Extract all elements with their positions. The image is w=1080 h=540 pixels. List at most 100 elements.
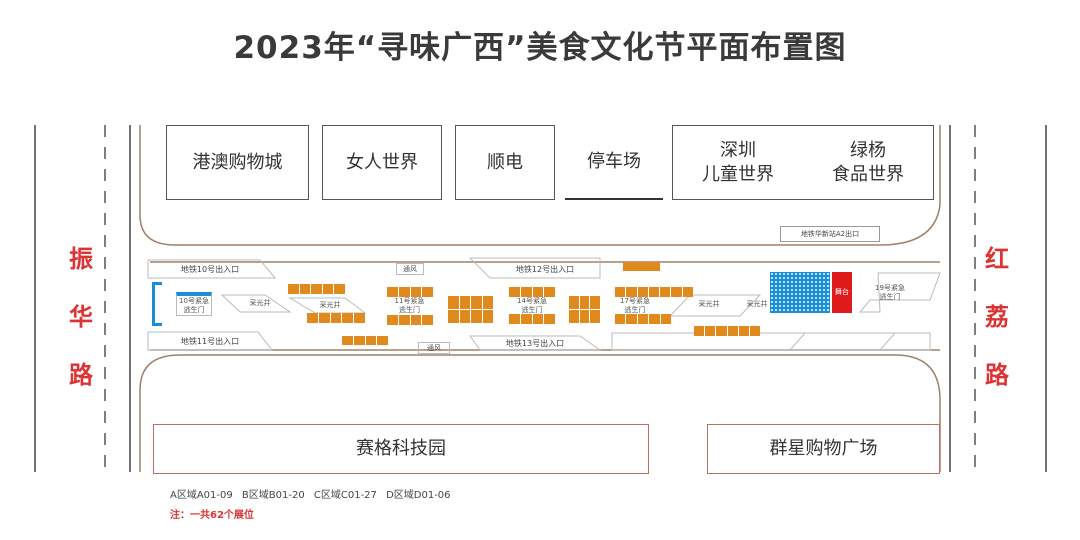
booth [637, 287, 648, 297]
metro-exit-13: 地铁13号出入口 [505, 338, 565, 348]
booth [660, 314, 671, 324]
skylight-label: 采光井 [319, 301, 341, 309]
booth-count-note: 注：一共62个展位 [170, 510, 254, 521]
vent-label: 通风 [418, 342, 450, 354]
booth [448, 296, 459, 309]
booth [387, 315, 398, 325]
lvyang-food-world: 绿杨 食品世界 [832, 139, 904, 185]
metro-exit-12: 地铁12号出入口 [515, 264, 575, 274]
booth [365, 336, 377, 345]
booth-group [623, 262, 660, 271]
booth [544, 287, 555, 297]
booth-group [387, 287, 433, 297]
map-title: 2023年“寻味广西”美食文化节平面布置图 [233, 30, 847, 66]
booth [532, 314, 544, 324]
booth-group [387, 315, 433, 325]
building-women-world: 女人世界 [322, 125, 442, 200]
booth [288, 284, 299, 294]
booth [482, 296, 493, 309]
booth-group [288, 284, 345, 294]
booth [532, 287, 544, 297]
shenzhen-children-world: 深圳 儿童世界 [702, 139, 774, 185]
metro-exit-10: 地铁10号出入口 [180, 264, 240, 274]
booth [318, 313, 330, 323]
booth [334, 284, 345, 294]
booth [579, 296, 590, 309]
booth-group [615, 287, 693, 297]
parking-lot: 停车场 [565, 125, 663, 200]
building-qunxing-plaza: 群星购物广场 [707, 424, 940, 474]
booth [307, 313, 318, 323]
booth [387, 287, 398, 297]
booth [671, 287, 682, 297]
road-label-hongli: 红荔路 [985, 245, 1009, 389]
booth [623, 262, 660, 271]
booth [660, 287, 671, 297]
skylight-label: 采光井 [746, 300, 768, 308]
booth-group [307, 313, 365, 323]
building-gangao-shopping-city: 港澳购物城 [166, 125, 309, 200]
booth [716, 326, 727, 336]
booth [459, 310, 470, 323]
audience-seating [770, 272, 830, 313]
booth [544, 314, 555, 324]
road-label-zhenhua: 振华路 [69, 245, 93, 389]
booth [482, 310, 493, 323]
booth [738, 326, 749, 336]
booth [569, 296, 579, 309]
booth [471, 296, 482, 309]
metro-exit-a2: 地铁华新站A2出口 [780, 226, 880, 242]
building-saige-tech-park: 赛格科技园 [153, 424, 649, 474]
booth [330, 313, 342, 323]
booth [471, 310, 482, 323]
gate-19-label: 19号紧急 逃生门 [875, 284, 905, 301]
skylight-label: 采光井 [698, 300, 720, 308]
booth [410, 315, 422, 325]
booth [520, 287, 532, 297]
metro-exit-11: 地铁11号出入口 [180, 336, 240, 346]
booth [648, 287, 660, 297]
booth-group [509, 287, 555, 297]
booth-group [342, 336, 388, 345]
booth [398, 315, 410, 325]
booth [615, 287, 626, 297]
booth [410, 287, 422, 297]
vent-label: 通风 [396, 263, 424, 275]
gate-10-label: 10号紧急 逃生门 [176, 292, 212, 316]
booth [354, 313, 365, 323]
booth [422, 287, 433, 297]
booth [727, 326, 738, 336]
booth [590, 296, 600, 309]
booth [626, 287, 637, 297]
booth-group [694, 326, 760, 336]
booth [579, 310, 590, 323]
booth [459, 296, 470, 309]
booth [322, 284, 334, 294]
booth [637, 314, 649, 324]
booth [353, 336, 365, 345]
booth [590, 310, 600, 323]
booth [749, 326, 760, 336]
booth [682, 287, 693, 297]
booth [342, 313, 354, 323]
booth-group [509, 314, 555, 324]
building-shundian: 顺电 [455, 125, 555, 200]
zone-legend: A区域A01-09 B区域B01-20 C区域C01-27 D区域D01-06 [170, 490, 451, 501]
booth-group [615, 314, 671, 324]
booth [311, 284, 322, 294]
emergency-bracket [152, 282, 162, 326]
booth [509, 287, 520, 297]
booth [398, 287, 410, 297]
booth [705, 326, 716, 336]
booth [626, 314, 637, 324]
booth [509, 314, 520, 324]
stage: 舞台 [832, 272, 852, 313]
gate-17-label: 17号紧急 逃生门 [620, 297, 650, 314]
booth [569, 310, 579, 323]
booth [520, 314, 532, 324]
booth [422, 315, 433, 325]
booth [615, 314, 626, 324]
booth [299, 284, 311, 294]
skylight-label: 采光井 [249, 299, 271, 307]
